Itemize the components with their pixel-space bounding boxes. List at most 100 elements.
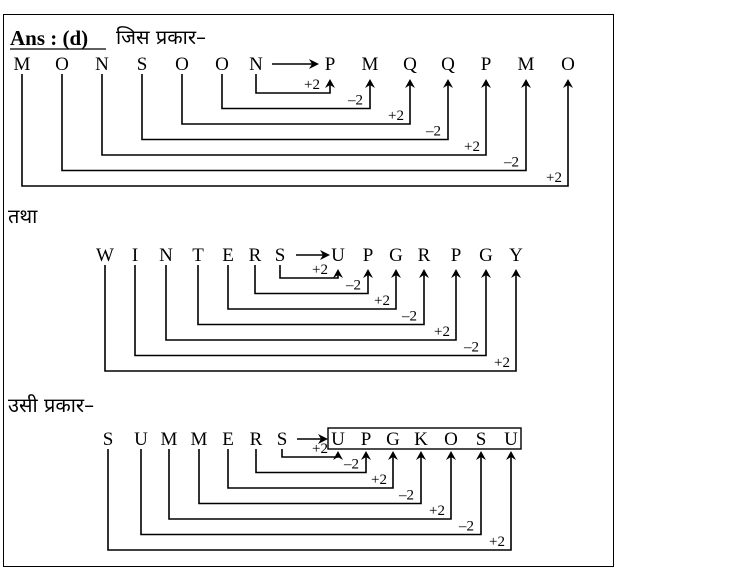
coded-letter: P xyxy=(361,429,372,450)
shift-label: +2 xyxy=(371,472,387,488)
coded-letter: U xyxy=(331,429,345,450)
mapping-arrow-head xyxy=(405,79,415,88)
intro-word: जिस प्रकार– xyxy=(116,25,206,49)
shift-label: –2 xyxy=(503,155,519,171)
coded-letter: P xyxy=(363,245,374,266)
shift-label: +2 xyxy=(388,108,404,124)
source-letter: M xyxy=(191,429,208,450)
mapping-arrow-head xyxy=(325,79,335,88)
coded-letter: G xyxy=(389,245,403,266)
source-letter: N xyxy=(159,245,173,266)
coded-letter: M xyxy=(518,54,535,75)
source-letter: I xyxy=(132,245,138,266)
shift-label: –2 xyxy=(401,309,417,325)
answer-label: Ans : (d) xyxy=(10,26,88,50)
coded-letter: U xyxy=(331,245,345,266)
shift-label: +2 xyxy=(312,262,328,278)
mapping-arrow-head xyxy=(511,269,521,278)
mapping-arrow-head xyxy=(365,79,375,88)
coded-letter: U xyxy=(504,429,518,450)
coded-letter: P xyxy=(481,54,492,75)
main-arrow-head xyxy=(309,59,319,69)
source-letter: O xyxy=(215,54,229,75)
source-letter: R xyxy=(250,429,263,450)
mapping-arrow-head xyxy=(476,451,486,460)
main-arrow-head xyxy=(320,250,330,260)
mapping-connector xyxy=(141,74,449,141)
source-letter: S xyxy=(275,245,286,266)
mapping-connector xyxy=(221,74,371,110)
mapping-arrow-head xyxy=(481,269,491,278)
shift-label: +2 xyxy=(312,441,328,457)
source-letter: S xyxy=(277,429,288,450)
shift-label: +2 xyxy=(494,355,510,371)
source-letter: E xyxy=(222,429,234,450)
mapping-arrow-head xyxy=(333,451,343,460)
mapping-connector xyxy=(279,265,339,279)
coded-letter: Q xyxy=(441,54,455,75)
source-letter: W xyxy=(96,245,114,266)
shift-label: +2 xyxy=(464,139,480,155)
coded-letter: G xyxy=(479,245,493,266)
answer-frame xyxy=(3,14,614,567)
mapping-arrow-head xyxy=(363,269,373,278)
mapping-arrow-head xyxy=(391,269,401,278)
mapping-arrow-head xyxy=(563,79,573,88)
shift-label: +2 xyxy=(374,293,390,309)
shift-label: –2 xyxy=(398,488,414,504)
mapping-connector xyxy=(227,449,394,489)
coded-letter: K xyxy=(414,429,428,450)
source-letter: N xyxy=(95,54,109,75)
mapping-arrow-head xyxy=(416,451,426,460)
source-letter: N xyxy=(249,54,263,75)
coded-letter: Y xyxy=(509,245,523,266)
coded-letter: S xyxy=(476,429,487,450)
source-letter: E xyxy=(222,245,234,266)
mapping-arrow-head xyxy=(446,451,456,460)
coded-letter: R xyxy=(418,245,431,266)
source-letter: U xyxy=(134,429,148,450)
shift-label: –2 xyxy=(343,457,359,473)
coded-letter: G xyxy=(386,429,400,450)
mapping-arrow-head xyxy=(333,269,343,278)
shift-label: +2 xyxy=(489,534,505,550)
mapping-connector xyxy=(165,265,457,341)
mapping-arrow-head xyxy=(443,79,453,88)
source-letter: O xyxy=(55,54,69,75)
source-letter: T xyxy=(192,245,204,266)
mapping-arrow-head xyxy=(451,269,461,278)
section-label-third: उसी प्रकार– xyxy=(8,393,94,417)
main-arrow-head xyxy=(318,434,328,444)
shift-label: +2 xyxy=(304,77,320,93)
mapping-connector xyxy=(134,265,487,357)
shift-label: +2 xyxy=(429,503,445,519)
source-letter: R xyxy=(249,245,262,266)
coded-letter: P xyxy=(325,54,336,75)
mapping-connector xyxy=(198,449,422,505)
coded-letter: M xyxy=(362,54,379,75)
mapping-connector xyxy=(107,449,512,551)
coded-letter: P xyxy=(451,245,462,266)
mapping-arrow-head xyxy=(388,451,398,460)
mapping-connector xyxy=(255,74,331,94)
shift-label: –2 xyxy=(347,93,363,109)
shift-label: –2 xyxy=(463,340,479,356)
mapping-arrow-head xyxy=(521,79,531,88)
section-label-second: तथा xyxy=(8,204,38,228)
mapping-connector xyxy=(181,74,411,125)
mapping-arrow-head xyxy=(506,451,516,460)
source-letter: S xyxy=(137,54,148,75)
mapping-connector xyxy=(140,449,482,536)
shift-label: –2 xyxy=(458,519,474,535)
answer-box xyxy=(327,427,522,450)
mapping-connector xyxy=(227,265,397,310)
mapping-connector xyxy=(254,265,369,295)
mapping-connector xyxy=(104,265,517,372)
mapping-connector xyxy=(168,449,452,520)
source-letter: M xyxy=(14,54,31,75)
source-letter: S xyxy=(103,429,114,450)
